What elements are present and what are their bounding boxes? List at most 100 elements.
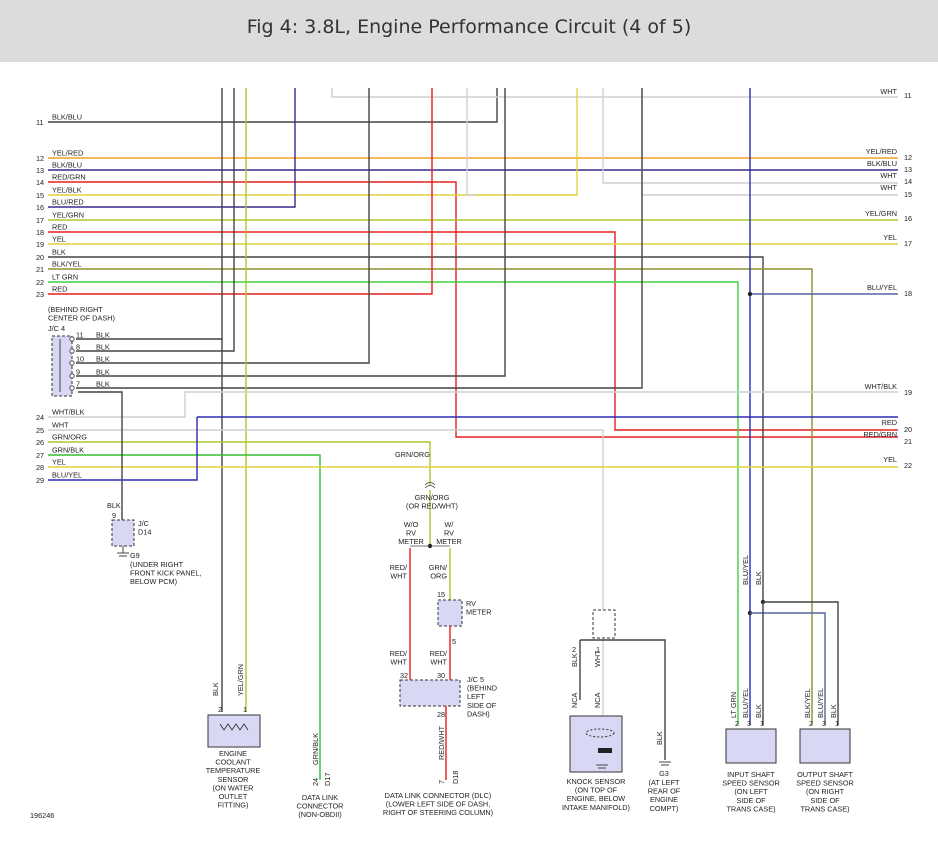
jc4-pin-number: 9	[76, 368, 80, 377]
ect-wire-yelgrn-line: YEL/GRN	[236, 664, 245, 696]
rv-red-wht-3: RED/WHT	[430, 649, 448, 667]
figure-header: Fig 4: 3.8L, Engine Performance Circuit …	[0, 0, 938, 62]
wire-color-label: RED/GRN	[52, 173, 86, 182]
output-sensor-wire-label-line: BLK/YEL	[803, 688, 812, 718]
knock-nca-1: NCA	[570, 692, 579, 708]
wire-color-label-right-line: YEL	[883, 233, 897, 242]
wire-color-label-line: BLK/BLU	[52, 113, 82, 122]
jcd14-pin: 9	[112, 511, 116, 520]
wire-number-left: 28	[36, 463, 44, 472]
input-sensor-wire-label: LT GRN	[729, 692, 738, 718]
wire-number-left: 14	[36, 178, 44, 187]
dlc-label-line: (LOWER LEFT SIDE OF DASH,	[386, 800, 490, 809]
dlc2-wire-label: GRN/BLK	[311, 733, 320, 765]
rv-wo-label-line: RV	[406, 529, 416, 538]
g3-wire-label: BLK	[655, 731, 664, 745]
wire-number-right: 22	[904, 461, 912, 470]
jc4-wire-4	[76, 88, 643, 389]
wire-number-right: 20	[904, 425, 912, 434]
jc4-wire-1	[76, 88, 235, 352]
wire-color-label-line: BLU/RED	[52, 198, 84, 207]
rv-pin-5-line: 5	[452, 637, 456, 646]
wire-number-right: 19	[904, 388, 912, 397]
jc5-pin-28-line: 28	[437, 710, 445, 719]
wire-23	[48, 88, 433, 295]
wire-number-right-line: 17	[904, 239, 912, 248]
jc4-pin	[69, 348, 75, 354]
wire-number-left-line: 23	[36, 290, 44, 299]
dlc2-label-line: CONNECTOR	[297, 802, 344, 811]
wire-number-left: 12	[36, 154, 44, 163]
jcd14-connector	[111, 519, 135, 547]
jc4-pin	[69, 373, 75, 379]
rv-grn-org-label-line: GRN/	[429, 563, 448, 572]
wire-14-right	[602, 88, 898, 184]
jc4-pin-label-line: BLK	[96, 368, 110, 377]
wire-color-label: BLU/YEL	[52, 471, 82, 480]
wire-color-label: WHT	[52, 421, 69, 430]
dlc2-pin: 24	[311, 778, 320, 786]
wire-color-label-line: BLK/YEL	[52, 260, 82, 269]
knock-wire-blk: BLK	[570, 653, 579, 667]
knock-nca-1-line: NCA	[570, 692, 579, 708]
wire-color-label-right: WHT	[880, 183, 897, 192]
jc4-pin	[69, 360, 75, 366]
wire-color-label: GRN/ORG	[52, 433, 87, 442]
knock-label-line: ENGINE, BELOW	[567, 794, 625, 803]
wire-22	[48, 281, 739, 725]
dlc-label-line: RIGHT OF STEERING COLUMN)	[383, 808, 493, 817]
knock-wire-wht: WHT	[593, 650, 602, 667]
wire-27	[48, 454, 321, 780]
output-sensor-pin-line: 1	[835, 719, 839, 728]
wire-color-label-line: YEL/RED	[52, 149, 83, 158]
figure-title: Fig 4: 3.8L, Engine Performance Circuit …	[246, 16, 692, 38]
wire-number-left-line: 21	[36, 265, 44, 274]
rv-grn-org-label-line: ORG	[430, 572, 447, 581]
jcd14-name-line: D14	[138, 528, 151, 537]
rv-red-wht-3-line: WHT	[430, 658, 447, 667]
rv-red-wht-label-line: RED/	[390, 563, 408, 572]
wire-color-label: GRN/BLK	[52, 446, 84, 455]
wire-color-label: YEL/BLK	[52, 186, 82, 195]
wire-color-label: BLU/RED	[52, 198, 84, 207]
rv-grn-org-alt-line: (OR RED/WHT)	[406, 502, 458, 511]
jcd14-wire-label-line: BLK	[107, 501, 121, 510]
rv-red-wht-label-line: WHT	[390, 572, 407, 581]
ect-wire-blk-line: BLK	[211, 682, 220, 696]
wire-color-label: WHT/BLK	[52, 408, 85, 417]
wire-number-right-line: 19	[904, 388, 912, 397]
wire-15-right	[641, 88, 898, 196]
jc5-label-line: DASH)	[467, 709, 490, 718]
output-sensor-pin-line: 3	[822, 719, 826, 728]
jc5-label-line: SIDE OF	[467, 701, 497, 710]
input-sensor-label-line: SPEED SENSOR	[722, 779, 780, 788]
wire-number-left: 13	[36, 166, 44, 175]
wire-color-label-right: WHT	[880, 171, 897, 180]
wire-color-label-right: RED/GRN	[863, 430, 897, 439]
wire-number-right: 15	[904, 190, 912, 199]
jc4-location-line: CENTER OF DASH)	[48, 314, 115, 323]
wire-number-left: 19	[36, 240, 44, 249]
ect-pin-2: 2	[218, 705, 222, 714]
g9-location-line: BELOW PCM)	[130, 577, 177, 586]
input-sensor-wire-label-line: LT GRN	[729, 692, 738, 718]
wire-number-left-line: 25	[36, 426, 44, 435]
wire-color-label-line: YEL/BLK	[52, 186, 82, 195]
wire-color-label-right: BLU/YEL	[867, 283, 897, 292]
input-sensor-pin: 3	[747, 719, 751, 728]
jc5-label-line: (BEHIND	[467, 684, 497, 693]
g9-label: G9	[130, 551, 140, 560]
dlc2-label-line: DATA LINK	[302, 793, 338, 802]
knock-pin-2: 2	[572, 645, 576, 654]
wire-color-label-line: GRN/ORG	[52, 433, 87, 442]
vertical-blk-label-line: BLK	[754, 571, 763, 585]
wire-number-left: 23	[36, 290, 44, 299]
input-sensor-label-line: TRANS CASE)	[726, 804, 775, 813]
wire-number-left-line: 11	[36, 118, 44, 127]
jc4-pin-number: 7	[76, 380, 80, 389]
wire-number-right: 13	[904, 165, 912, 174]
